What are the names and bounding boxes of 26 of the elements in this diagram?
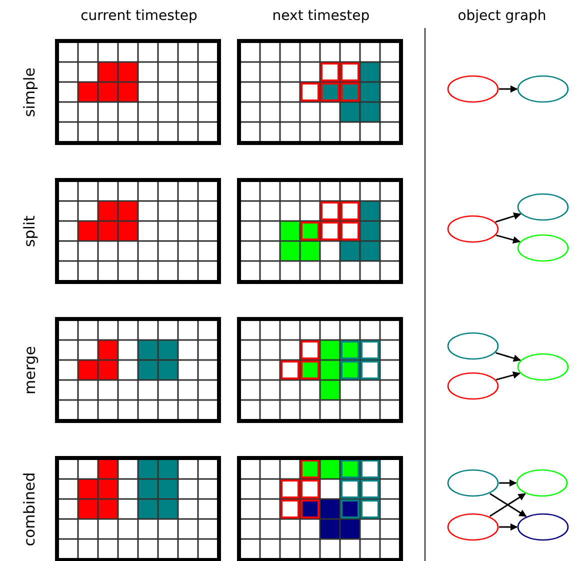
- row-label: combined: [20, 472, 40, 546]
- ellipse-node: [447, 372, 499, 400]
- column-header: current timestep: [80, 7, 198, 26]
- ellipse-node: [517, 193, 569, 221]
- row-label: merge: [20, 346, 40, 394]
- ellipse-node: [517, 353, 569, 381]
- ellipse-node: [447, 215, 499, 243]
- ellipse-node: [517, 513, 569, 541]
- ellipse-node: [516, 469, 568, 497]
- arrow: [496, 352, 521, 362]
- row-label: split: [20, 215, 40, 247]
- arrow: [495, 212, 522, 223]
- ellipse-node: [447, 332, 499, 360]
- column-header: object graph: [456, 7, 548, 26]
- ellipse-node: [447, 75, 499, 103]
- arrow: [499, 523, 518, 531]
- ellipse-node: [517, 75, 569, 103]
- ellipse-node: [447, 513, 499, 541]
- arrow: [496, 234, 520, 244]
- ellipse-node: [447, 469, 499, 497]
- arrow: [499, 479, 517, 487]
- ellipse-node: [517, 234, 569, 262]
- row-label: simple: [20, 67, 40, 117]
- column-header: next timestep: [271, 7, 371, 26]
- arrow: [499, 85, 518, 93]
- arrow: [496, 371, 520, 380]
